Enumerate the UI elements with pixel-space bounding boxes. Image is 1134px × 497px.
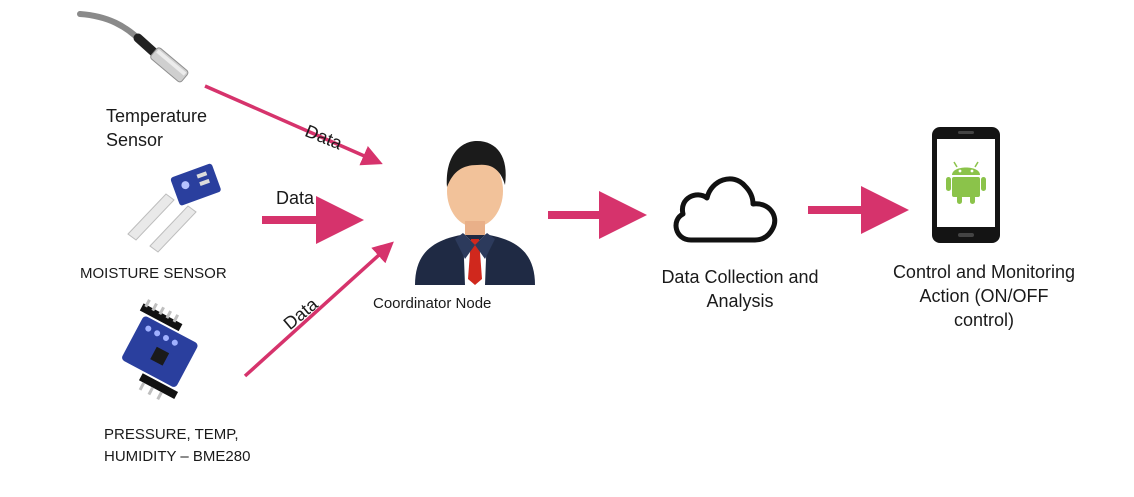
edge-label-data-middle: Data xyxy=(276,188,315,208)
coordinator-avatar-icon xyxy=(415,141,535,285)
temperature-sensor-label: Temperature Sensor xyxy=(106,106,208,150)
bme280-sensor-icon xyxy=(122,299,198,401)
smartphone-android-icon xyxy=(932,127,1000,243)
bme280-label-line1: PRESSURE, TEMP, xyxy=(104,426,239,443)
bme280-label-line2: HUMIDITY – BME280 xyxy=(104,448,251,465)
moisture-sensor-label: MOISTURE SENSOR xyxy=(80,265,227,282)
temperature-probe-icon xyxy=(77,11,189,83)
control-monitoring-label: Control and Monitoring Action (ON/OFF co… xyxy=(892,262,1076,330)
moisture-sensor-icon xyxy=(127,163,221,253)
cloud-icon xyxy=(673,176,778,243)
arrow-bme280-to-coordinator xyxy=(243,241,394,378)
coordinator-node-label: Coordinator Node xyxy=(373,295,492,312)
arrow-temperature-to-coordinator xyxy=(204,84,383,166)
cloud-analysis-label: Data Collection and Analysis xyxy=(661,267,819,311)
